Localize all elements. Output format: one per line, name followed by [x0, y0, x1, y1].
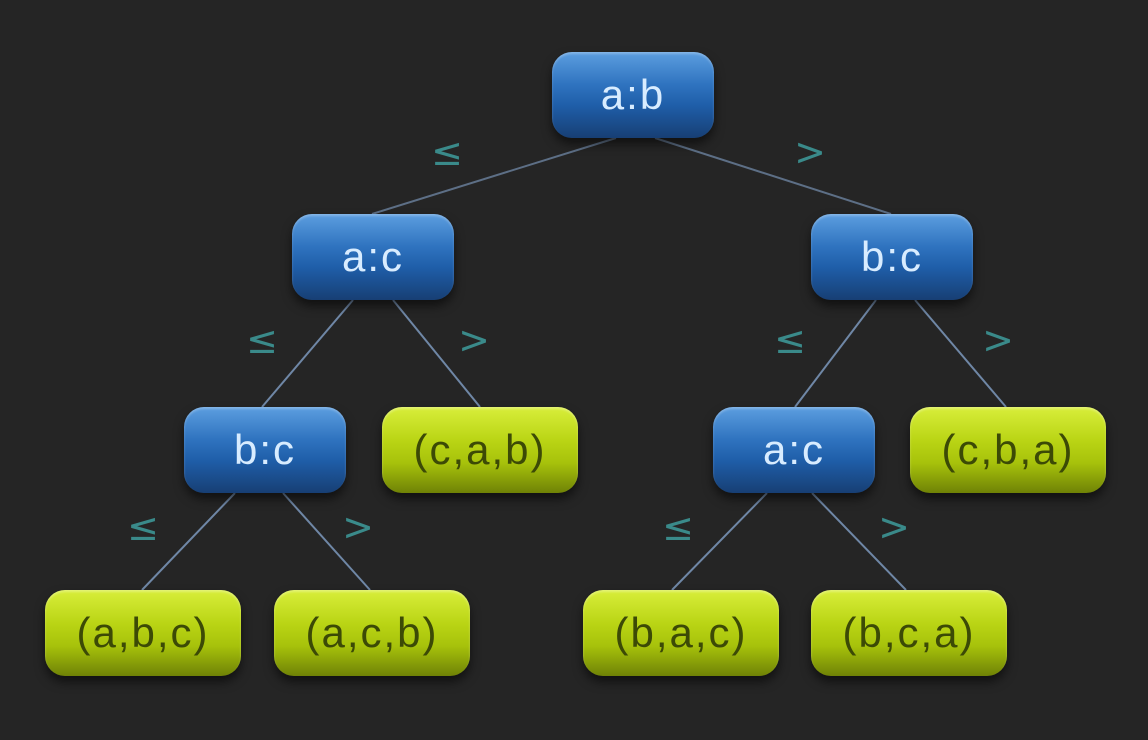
node-left-left-compare: b:c [184, 407, 346, 493]
edge-ac2-right [811, 492, 907, 591]
leaf-b-a-c: (b,a,c) [583, 590, 779, 676]
edge-label-le: ≤ [431, 130, 463, 174]
node-left-compare: a:c [292, 214, 454, 300]
edge-label-le: ≤ [127, 505, 159, 549]
leaf-a-c-b: (a,c,b) [274, 590, 470, 676]
edge-label-gt: > [982, 318, 1014, 362]
node-right-compare: b:c [811, 214, 973, 300]
edge-bc2-right [282, 492, 371, 591]
edge-bc-right [914, 299, 1007, 408]
edge-label-gt: > [342, 505, 374, 549]
edge-root-right [654, 137, 892, 215]
leaf-b-c-a: (b,c,a) [811, 590, 1007, 676]
edge-bc-left [794, 299, 877, 408]
leaf-c-a-b: (c,a,b) [382, 407, 578, 493]
edge-label-le: ≤ [774, 318, 806, 362]
edge-root-left [371, 137, 617, 215]
edge-label-le: ≤ [662, 505, 694, 549]
edge-ac2-left [671, 492, 768, 591]
edge-label-le: ≤ [246, 318, 278, 362]
edge-ac-left [261, 299, 354, 408]
node-root-compare: a:b [552, 52, 714, 138]
edge-label-gt: > [794, 130, 826, 174]
leaf-a-b-c: (a,b,c) [45, 590, 241, 676]
leaf-c-b-a: (c,b,a) [910, 407, 1106, 493]
node-right-left-compare: a:c [713, 407, 875, 493]
edge-label-gt: > [878, 505, 910, 549]
edge-ac-right [392, 299, 481, 408]
edge-bc2-left [141, 492, 236, 591]
edge-label-gt: > [458, 318, 490, 362]
